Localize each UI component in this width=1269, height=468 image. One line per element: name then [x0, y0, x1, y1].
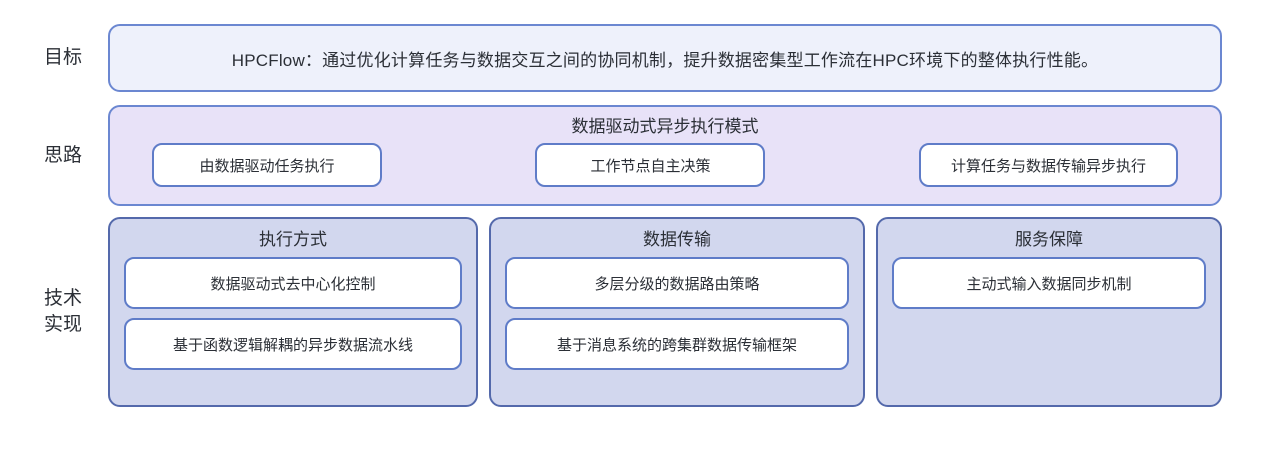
- section-label-approach: 思路: [43, 144, 82, 166]
- tech-item-data-transfer-2[interactable]: 基于消息系统的跨集群数据传输框架: [505, 318, 849, 370]
- tech-column-execution: 执行方式 数据驱动式去中心化控制 基于函数逻辑解耦的异步数据流水线: [108, 217, 478, 407]
- tech-items-data-transfer: 多层分级的数据路由策略 基于消息系统的跨集群数据传输框架: [505, 255, 849, 370]
- tech-column-title-data-transfer: 数据传输: [643, 230, 711, 249]
- approach-item-2[interactable]: 工作节点自主决策: [535, 143, 766, 187]
- objective-box: HPCFlow：通过优化计算任务与数据交互之间的协同机制，提升数据密集型工作流在…: [108, 24, 1222, 92]
- tech-item-data-transfer-1[interactable]: 多层分级的数据路由策略: [505, 257, 849, 309]
- tech-item-execution-2[interactable]: 基于函数逻辑解耦的异步数据流水线: [124, 318, 462, 370]
- tech-column-title-execution: 执行方式: [259, 230, 327, 249]
- section-label-technical: 技术 实现: [43, 288, 82, 335]
- tech-item-service-guarantee-1[interactable]: 主动式输入数据同步机制: [892, 257, 1206, 309]
- tech-items-execution: 数据驱动式去中心化控制 基于函数逻辑解耦的异步数据流水线: [124, 255, 462, 370]
- approach-item-1[interactable]: 由数据驱动任务执行: [152, 143, 382, 187]
- section-body-technical: 执行方式 数据驱动式去中心化控制 基于函数逻辑解耦的异步数据流水线 数据传输 多…: [108, 217, 1222, 407]
- section-body-approach: 数据驱动式异步执行模式 由数据驱动任务执行 工作节点自主决策 计算任务与数据传输…: [108, 105, 1222, 206]
- tech-columns: 执行方式 数据驱动式去中心化控制 基于函数逻辑解耦的异步数据流水线 数据传输 多…: [108, 217, 1222, 407]
- section-objective: 目标 HPCFlow：通过优化计算任务与数据交互之间的协同机制，提升数据密集型工…: [22, 22, 1222, 94]
- section-approach: 思路 数据驱动式异步执行模式 由数据驱动任务执行 工作节点自主决策 计算任务与数…: [22, 103, 1222, 208]
- approach-title: 数据驱动式异步执行模式: [571, 117, 759, 136]
- objective-text: HPCFlow：通过优化计算任务与数据交互之间的协同机制，提升数据密集型工作流在…: [231, 50, 1099, 70]
- approach-box: 数据驱动式异步执行模式 由数据驱动任务执行 工作节点自主决策 计算任务与数据传输…: [108, 105, 1222, 206]
- tech-column-title-service-guarantee: 服务保障: [1015, 230, 1083, 249]
- tech-items-service-guarantee: 主动式输入数据同步机制: [892, 255, 1206, 309]
- approach-item-3[interactable]: 计算任务与数据传输异步执行: [918, 143, 1178, 187]
- section-label-objective: 目标: [43, 47, 82, 68]
- tech-item-execution-1[interactable]: 数据驱动式去中心化控制: [124, 257, 462, 309]
- section-body-objective: HPCFlow：通过优化计算任务与数据交互之间的协同机制，提升数据密集型工作流在…: [108, 24, 1222, 92]
- section-technical: 技术 实现 执行方式 数据驱动式去中心化控制 基于函数逻辑解耦的异步数据流水线 …: [22, 217, 1222, 407]
- tech-column-service-guarantee: 服务保障 主动式输入数据同步机制: [876, 217, 1222, 407]
- approach-items: 由数据驱动任务执行 工作节点自主决策 计算任务与数据传输异步执行: [122, 140, 1208, 192]
- tech-column-data-transfer: 数据传输 多层分级的数据路由策略 基于消息系统的跨集群数据传输框架: [489, 217, 865, 407]
